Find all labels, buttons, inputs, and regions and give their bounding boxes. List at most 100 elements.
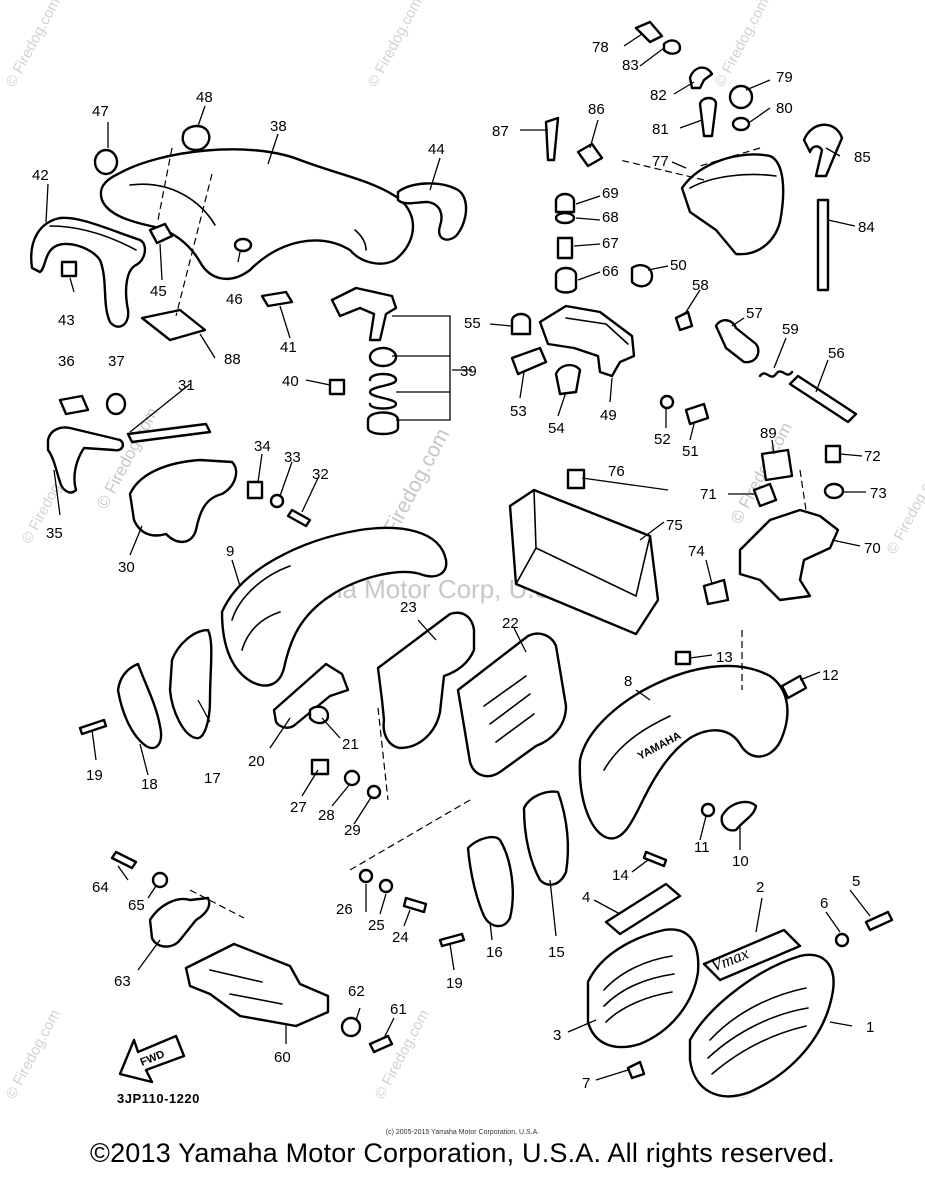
part-28-nut: [343, 769, 361, 787]
part-82-hose: [688, 66, 714, 90]
part-74-plate: [702, 578, 730, 606]
part-26-washer: [358, 868, 374, 884]
label-58: 58: [692, 277, 709, 294]
part-14-screw: [642, 850, 668, 868]
part-72-bolt: [824, 444, 842, 464]
part-5-bolt: [864, 910, 894, 932]
part-55-grommet: [510, 312, 532, 336]
label-30: 30: [118, 559, 135, 576]
part-19b-bolt: [438, 932, 466, 948]
watermark-corner-1: © Firedog.com: [3, 0, 64, 90]
label-25: 25: [368, 917, 385, 934]
part-36-damper: [58, 394, 90, 416]
part-40-bolt: [328, 378, 346, 396]
part-45-pad: [148, 222, 174, 245]
label-62: 62: [348, 983, 365, 1000]
label-75: 75: [666, 517, 683, 534]
part-73-cap: [823, 482, 845, 500]
label-71: 71: [700, 486, 717, 503]
part-37-damper: [105, 392, 127, 416]
label-34: 34: [254, 438, 271, 455]
label-8: 8: [624, 673, 632, 690]
watermark-corner-2: © Firedog.com: [365, 0, 426, 90]
part-61-bolt: [368, 1034, 394, 1054]
part-69-cap: [554, 192, 576, 214]
label-22: 22: [502, 615, 519, 632]
label-1: 1: [866, 1019, 874, 1036]
part-83-clip: [662, 39, 682, 55]
part-71-grommet: [752, 482, 778, 508]
label-5: 5: [852, 873, 860, 890]
part-81-bolt: [698, 96, 718, 138]
part-3-side-cover: [586, 928, 700, 1049]
label-68: 68: [602, 209, 619, 226]
label-36: 36: [58, 353, 75, 370]
label-64: 64: [92, 879, 109, 896]
label-9: 9: [226, 543, 234, 560]
label-66: 66: [602, 263, 619, 280]
label-42: 42: [32, 167, 49, 184]
part-51-bolt: [684, 402, 710, 426]
label-13: 13: [716, 649, 733, 666]
label-31: 31: [178, 377, 195, 394]
part-41-plate: [260, 290, 294, 308]
part-84-hose: [816, 198, 830, 292]
part-20-bracket: [272, 662, 350, 729]
label-87: 87: [492, 123, 509, 140]
part-57-cable: [714, 319, 760, 364]
part-6-washer: [834, 932, 850, 948]
part-60-bracket: [184, 942, 330, 1028]
part-29-washer: [366, 784, 382, 800]
label-37: 37: [108, 353, 125, 370]
part-27-bolt: [310, 758, 330, 776]
label-19-b: 19: [446, 975, 463, 992]
part-76-bolt: [566, 468, 586, 490]
label-89: 89: [760, 425, 777, 442]
label-44: 44: [428, 141, 445, 158]
part-79-cap: [728, 84, 754, 110]
watermark-corner-6: © Firedog.com: [372, 1007, 433, 1102]
part-4-emblem-plate: [604, 882, 682, 936]
part-39-cushion-b: [366, 411, 400, 436]
label-74: 74: [688, 543, 705, 560]
part-32-screw: [286, 508, 312, 528]
part-16-cover: [466, 836, 514, 928]
part-63-bracket: [148, 896, 211, 948]
label-40: 40: [282, 373, 299, 390]
label-79: 79: [776, 69, 793, 86]
part-85-hose: [802, 123, 844, 178]
part-7-grommet: [626, 1060, 646, 1080]
part-12-clip: [780, 674, 808, 700]
label-33: 33: [284, 449, 301, 466]
part-87-pin: [544, 116, 560, 162]
part-39-cushion-a: [368, 346, 398, 368]
label-10: 10: [732, 853, 749, 870]
part-47-grommet: [93, 148, 119, 176]
label-73: 73: [870, 485, 887, 502]
label-59: 59: [782, 321, 799, 338]
label-21: 21: [342, 736, 359, 753]
part-66-grommet: [554, 266, 578, 294]
part-58-clip: [674, 310, 694, 332]
label-43: 43: [58, 312, 75, 329]
part-13-bolt: [674, 650, 692, 666]
label-29: 29: [344, 822, 361, 839]
part-68-collar: [554, 211, 576, 225]
label-26: 26: [336, 901, 353, 918]
label-50: 50: [670, 257, 687, 274]
part-15-cover: [522, 790, 570, 886]
label-83: 83: [622, 57, 639, 74]
label-45: 45: [150, 283, 167, 300]
label-80: 80: [776, 100, 793, 117]
label-86: 86: [588, 101, 605, 118]
label-70: 70: [864, 540, 881, 557]
label-51: 51: [682, 443, 699, 460]
part-24-bolt: [402, 896, 428, 914]
leader-lines: [45, 33, 871, 1081]
part-31-strip: [126, 422, 212, 444]
part-10-bracket: [720, 800, 758, 832]
label-57: 57: [746, 305, 763, 322]
part-49-bracket: [538, 304, 636, 378]
part-62-grommet: [340, 1016, 362, 1038]
